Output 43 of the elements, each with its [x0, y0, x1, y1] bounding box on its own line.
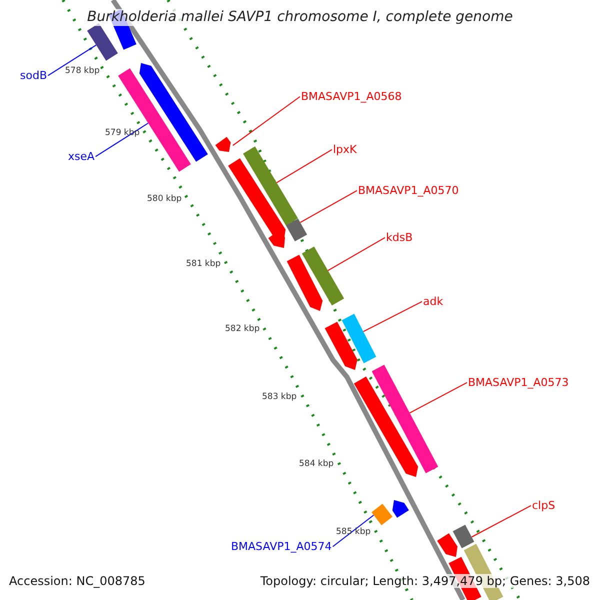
gene-label: adk: [423, 295, 444, 308]
gene-feature: [342, 314, 376, 364]
gene-feature: [372, 504, 392, 526]
scale-label: 580 kbp: [147, 194, 182, 204]
accession-text: Accession: NC_008785: [9, 574, 146, 588]
leader-line: [327, 237, 386, 272]
gene-label: clpS: [532, 499, 556, 512]
gene-label: kdsB: [386, 231, 413, 244]
gene-feature: [243, 146, 298, 226]
gene-feature: [139, 63, 208, 162]
gene-label: sodB: [20, 69, 47, 82]
leader-line: [276, 149, 332, 184]
leader-line: [300, 190, 358, 223]
leader-line: [362, 301, 422, 332]
gene-label: BMASAVP1_A0568: [301, 90, 402, 104]
gene-feature: [372, 364, 438, 474]
leader-line: [471, 505, 532, 538]
scale-label: 583 kbp: [262, 392, 297, 402]
gene-label: xseA: [68, 150, 95, 164]
leader-line: [409, 382, 468, 414]
gene-feature: [452, 524, 474, 548]
gene-feature: [354, 376, 418, 477]
scale-label: 578 kbp: [65, 66, 100, 76]
gene-feature: [302, 246, 344, 306]
gene-feature: [324, 322, 358, 370]
gene-label: BMASAVP1_A0573: [468, 376, 569, 390]
topology-text: Topology: circular; Length: 3,497,479 bp; Genes: 3,508: [260, 574, 590, 588]
gene-label: BMASAVP1_A0574: [231, 540, 332, 554]
leader-line: [332, 514, 374, 548]
scale-label: 584 kbp: [299, 459, 334, 470]
scale-label: 585 kbp: [336, 527, 371, 538]
leader-line: [48, 44, 97, 76]
gene-feature: [286, 254, 323, 311]
scale-label: 581 kbp: [186, 259, 221, 270]
leader-line: [95, 122, 149, 158]
leader-line: [232, 96, 300, 146]
scale-label: 582 kbp: [225, 324, 260, 334]
gene-label: BMASAVP1_A0570: [358, 184, 459, 198]
gene-feature: [437, 533, 458, 557]
gene-feature: [215, 136, 231, 152]
gene-label: lpxK: [333, 143, 357, 156]
gene-feature: [87, 23, 118, 61]
gene-feature: [392, 500, 409, 518]
